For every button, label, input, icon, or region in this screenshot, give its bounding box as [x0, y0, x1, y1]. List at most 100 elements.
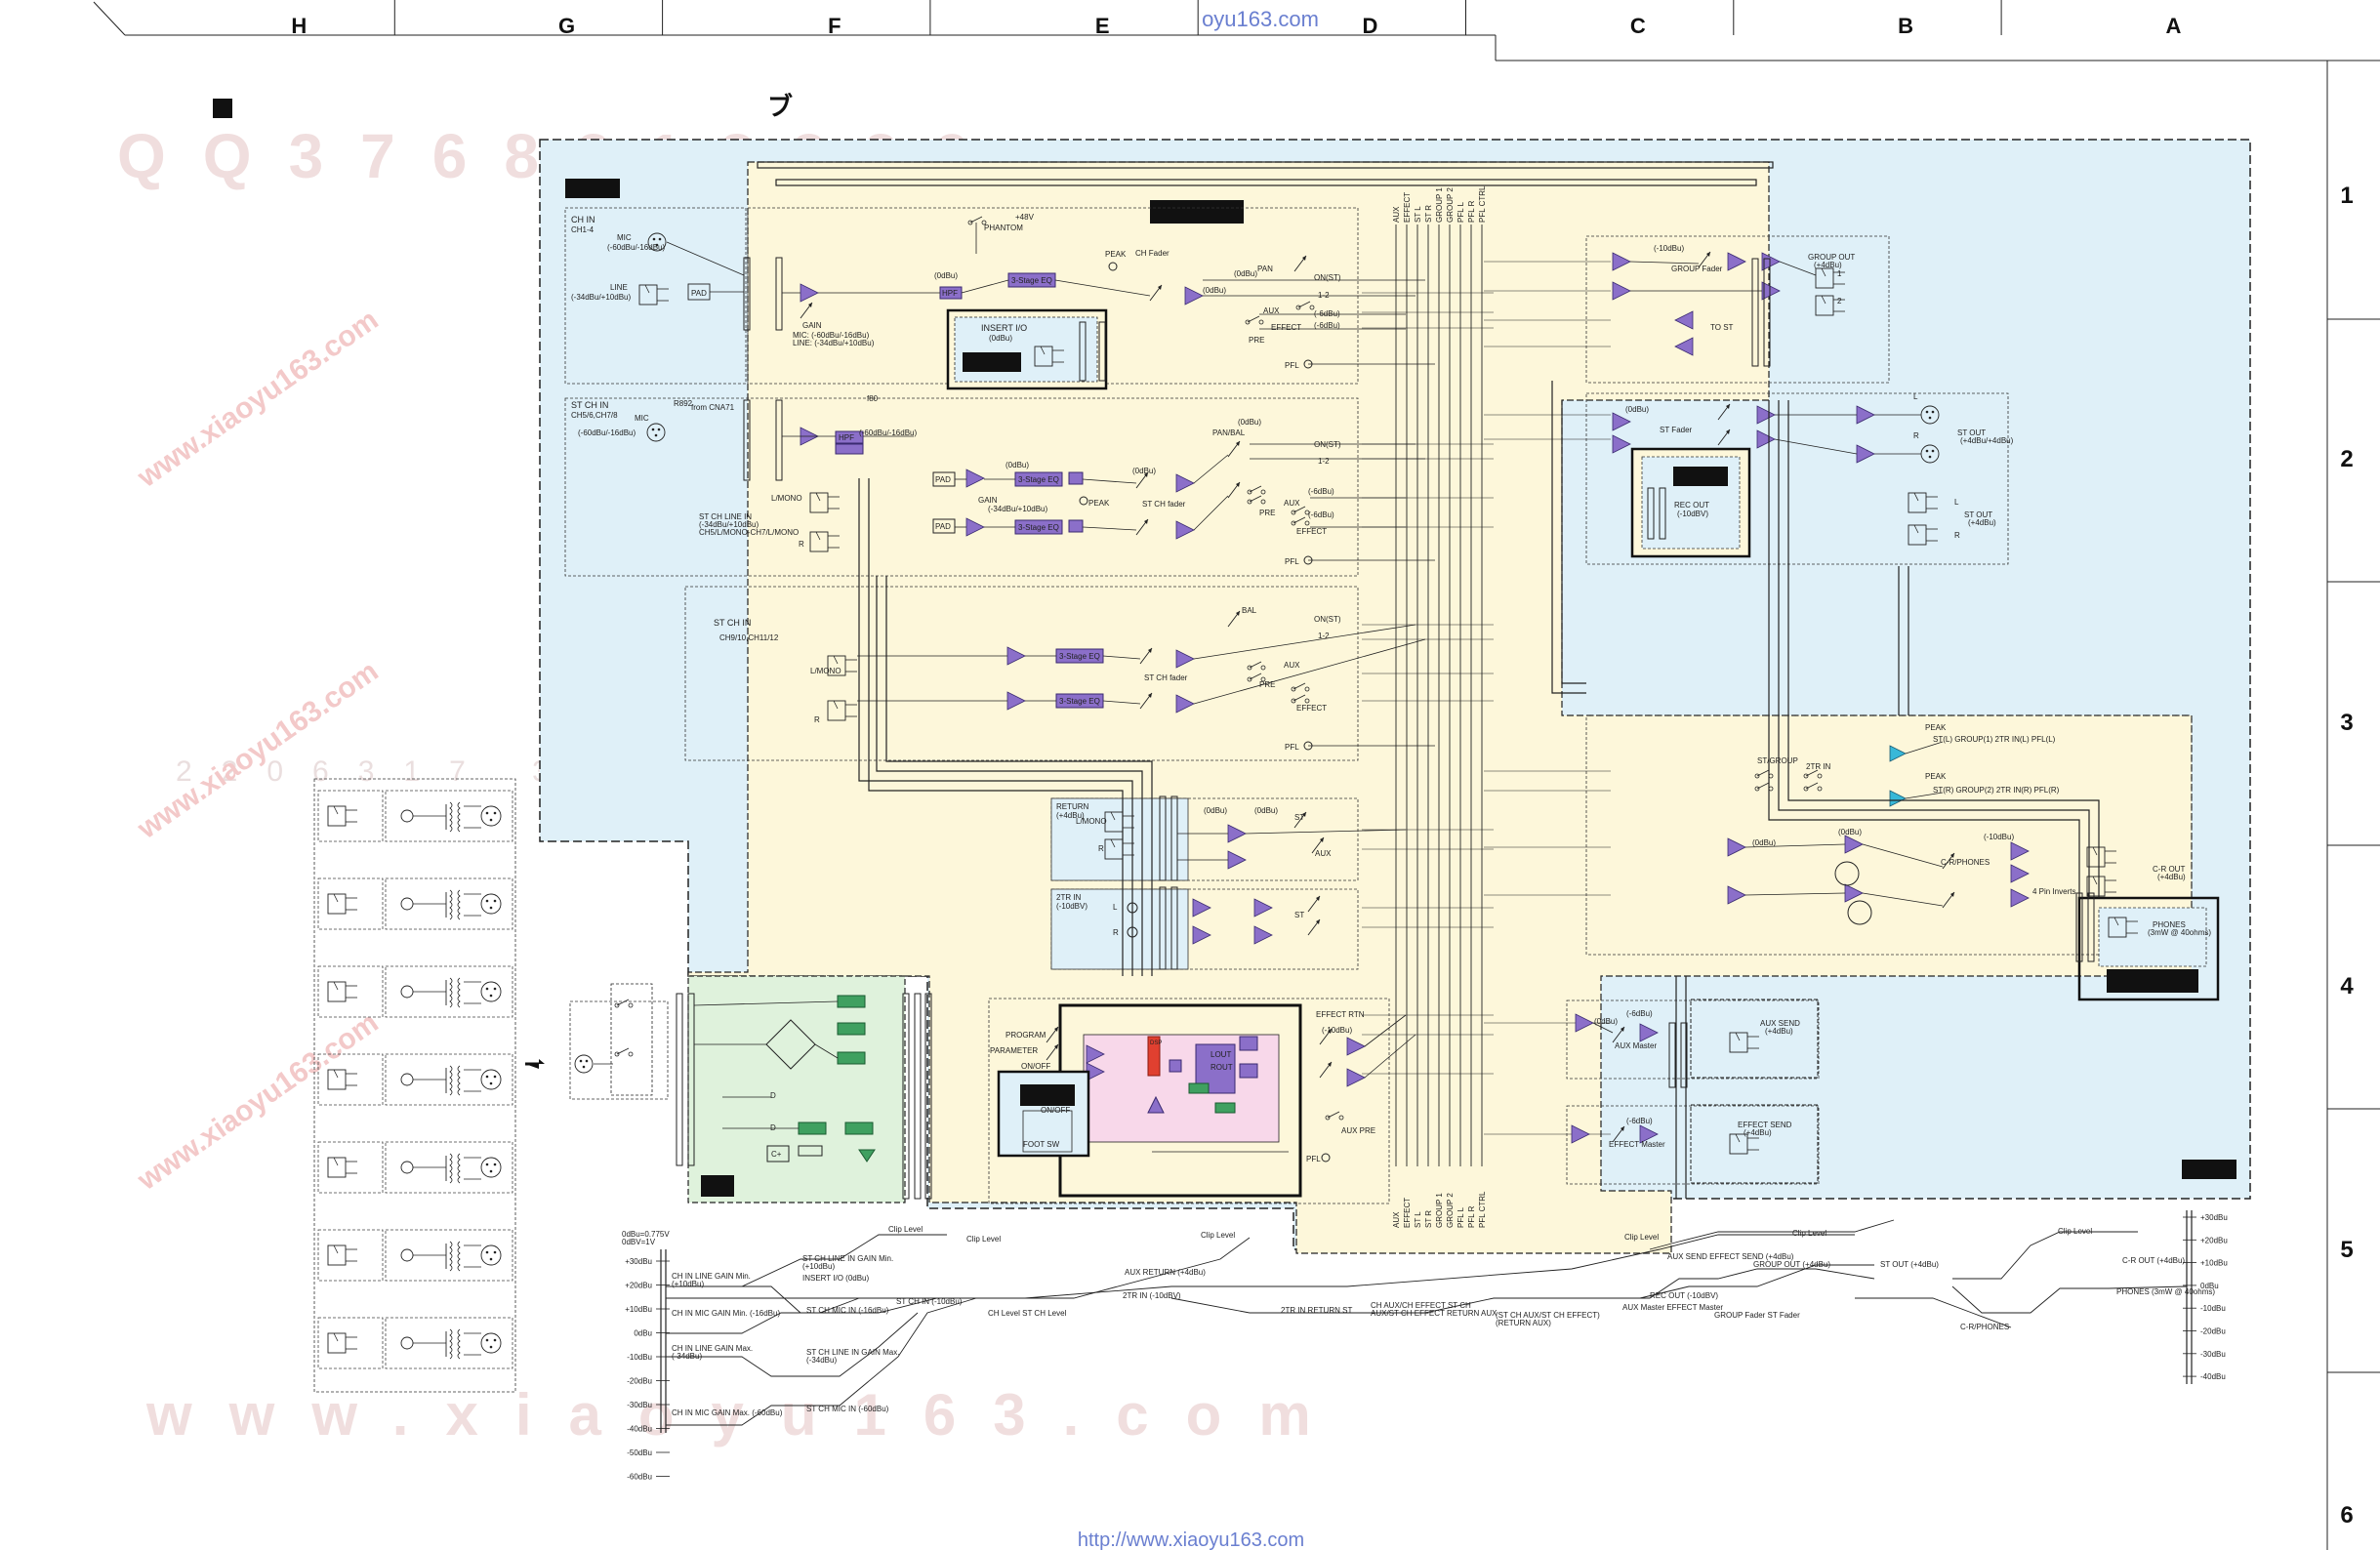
svg-text:(+4dBu/+4dBu): (+4dBu/+4dBu)	[1960, 436, 2014, 445]
svg-text:PAN/BAL: PAN/BAL	[1212, 428, 1246, 437]
svg-text:(0dBu): (0dBu)	[1005, 461, 1029, 469]
clip-level-label: Clip Level	[966, 1235, 1001, 1244]
power-section: C+ D D	[525, 983, 932, 1200]
level-label: CH IN LINE GAIN Min.(+10dBu)	[672, 1272, 751, 1288]
svg-text:ST Fader: ST Fader	[1660, 426, 1693, 434]
svg-text:BAL: BAL	[1242, 606, 1257, 615]
level-tick-left: -50dBu	[627, 1448, 652, 1457]
clip-level-label: Clip Level	[2058, 1227, 2092, 1236]
svg-text:D: D	[770, 1091, 776, 1100]
bus-label-top: ST R	[1424, 205, 1433, 223]
svg-text:EFFECT: EFFECT	[1271, 323, 1301, 332]
transformer-column	[313, 778, 516, 1393]
svg-text:L: L	[1913, 392, 1918, 401]
bus-label-top: GROUP 2	[1446, 187, 1455, 223]
level-tick-left: 0dBu	[634, 1329, 652, 1338]
svg-text:RETURN: RETURN	[1056, 802, 1089, 811]
effect-send-section: (-6dBu) EFFECT Master EFFECT SEND (+4dBu…	[1566, 1105, 1820, 1185]
level-tick-left: -40dBu	[627, 1425, 652, 1434]
level-label: C-R OUT (+4dBu)	[2122, 1256, 2185, 1265]
ch-in-section: CH IN CH1-4 MIC (-60dBu/-16dBu) LINE (-3…	[564, 207, 1435, 390]
svg-text:(+4dBu): (+4dBu)	[1968, 518, 1996, 527]
svg-text:C-R/PHONES: C-R/PHONES	[1941, 858, 1990, 867]
svg-text:PARAMETER: PARAMETER	[990, 1046, 1038, 1055]
svg-text:PFL: PFL	[1306, 1155, 1321, 1163]
clip-level-label: Clip Level	[1201, 1231, 1235, 1240]
level-label: AUX Master EFFECT Master	[1622, 1303, 1723, 1312]
svg-text:(-34dBu/+10dBu): (-34dBu/+10dBu)	[988, 505, 1047, 513]
level-label: CH IN MIC GAIN Max. (-60dBu)	[672, 1408, 783, 1417]
svg-text:1-2: 1-2	[1318, 291, 1330, 300]
svg-text:(0dBu): (0dBu)	[1752, 838, 1776, 847]
clip-level-label: Clip Level	[1624, 1233, 1659, 1242]
svg-text:(-60dBu/-16dBu): (-60dBu/-16dBu)	[859, 428, 917, 437]
bus-label-top: AUX	[1392, 206, 1401, 223]
row-label-5: 5	[2340, 1237, 2353, 1263]
svg-text:www.xiaoyu163.com: www.xiaoyu163.com	[145, 1382, 1348, 1448]
svg-text:PRE: PRE	[1249, 336, 1264, 345]
svg-text:TO ST: TO ST	[1710, 323, 1734, 332]
bus-label-bottom: EFFECT	[1403, 1198, 1412, 1228]
svg-text:from CNA71: from CNA71	[691, 403, 735, 412]
effect-section: PROGRAM PARAMETER ON/OFF DSP LOUT ROUT O…	[988, 998, 1416, 1204]
svg-text:(-6dBu): (-6dBu)	[1308, 510, 1334, 519]
svg-text:GROUP Fader: GROUP Fader	[1671, 265, 1723, 273]
group-out-section: (-10dBu) GROUP Fader TO ST GROUP OUT (+4…	[1585, 235, 1890, 384]
svg-text:www.xiaoyu163.com: www.xiaoyu163.com	[131, 304, 384, 494]
svg-text:0dBu=0.775V: 0dBu=0.775V	[622, 1230, 670, 1239]
title-square-icon	[213, 99, 232, 118]
zone-label-g: G	[558, 14, 575, 38]
level-tick-right: +10dBu	[2200, 1259, 2228, 1268]
level-tick-left: -60dBu	[627, 1473, 652, 1482]
svg-text:LOUT: LOUT	[1211, 1050, 1231, 1059]
svg-text:L/MONO: L/MONO	[1076, 817, 1107, 826]
zone-label-b: B	[1898, 14, 1913, 38]
svg-text:2TR IN: 2TR IN	[1806, 762, 1831, 771]
zone-label-d: D	[1363, 14, 1378, 38]
svg-text:EFFECT SEND: EFFECT SEND	[1738, 1121, 1792, 1129]
svg-text:ON/OFF: ON/OFF	[1041, 1106, 1070, 1115]
svg-text:L: L	[1954, 498, 1959, 507]
level-label: CH IN MIC GAIN Min. (-16dBu)	[672, 1309, 780, 1318]
svg-text:ST: ST	[1294, 911, 1304, 919]
footer-url: http://www.xiaoyu163.com	[1078, 1530, 1304, 1550]
svg-text:ST: ST	[1294, 813, 1304, 822]
level-tick-right: -10dBu	[2200, 1304, 2226, 1313]
svg-text:ON/OFF: ON/OFF	[1021, 1062, 1050, 1071]
svg-text:f80: f80	[867, 394, 879, 403]
svg-text:(-10dBV): (-10dBV)	[1677, 510, 1708, 518]
svg-text:PAD: PAD	[935, 522, 951, 531]
level-tick-right: -40dBu	[2200, 1372, 2226, 1381]
svg-text:PEAK: PEAK	[1088, 499, 1110, 508]
zone-label-h: H	[291, 14, 307, 38]
bus-label-bottom: AUX	[1392, 1211, 1401, 1228]
bus-label-bottom: ST R	[1424, 1210, 1433, 1228]
aux-send-section: (0dBu) (-6dBu) AUX Master AUX SEND (+4dB…	[1566, 999, 1820, 1088]
svg-text:(-6dBu): (-6dBu)	[1626, 1117, 1653, 1125]
svg-text:2: 2	[1837, 297, 1842, 306]
svg-text:EFFECT Master: EFFECT Master	[1609, 1140, 1665, 1149]
svg-text:C-R OUT: C-R OUT	[2153, 865, 2185, 874]
svg-text:R: R	[814, 715, 820, 724]
svg-text:MIC: MIC	[635, 414, 649, 423]
svg-text:ON(ST): ON(ST)	[1314, 615, 1341, 624]
svg-text:1-2: 1-2	[1318, 632, 1330, 640]
interconnect-cables	[858, 381, 2100, 1199]
svg-text:CH5/L/MONO-CH7/L/MONO: CH5/L/MONO-CH7/L/MONO	[699, 528, 799, 537]
svg-text:(3mW @ 40ohms): (3mW @ 40ohms)	[2148, 928, 2211, 937]
bus-label-bottom: PFL CTRL	[1478, 1191, 1487, 1228]
level-label: ST CH LINE IN GAIN Max.(-34dBu)	[806, 1348, 899, 1365]
level-label: 2TR IN RETURN ST	[1281, 1306, 1352, 1315]
svg-text:HPF: HPF	[942, 289, 958, 298]
svg-text:L/MONO: L/MONO	[810, 667, 841, 675]
bus-label-top: ST L	[1414, 206, 1422, 223]
row-label-4: 4	[2340, 973, 2354, 999]
svg-text:(0dBu): (0dBu)	[1203, 286, 1226, 295]
svg-text:1: 1	[1837, 269, 1842, 278]
level-label: ST OUT (+4dBu)	[1880, 1260, 1939, 1269]
svg-text:(+4dBu): (+4dBu)	[1056, 811, 1085, 820]
bus-label-top: PFL L	[1457, 201, 1465, 223]
svg-text:FOOT SW: FOOT SW	[1023, 1140, 1060, 1149]
svg-text:ST CH IN: ST CH IN	[571, 400, 608, 410]
st-out-section: (0dBu) ST Fader REC OUT (-10dBV) L R ST …	[1585, 392, 2014, 565]
